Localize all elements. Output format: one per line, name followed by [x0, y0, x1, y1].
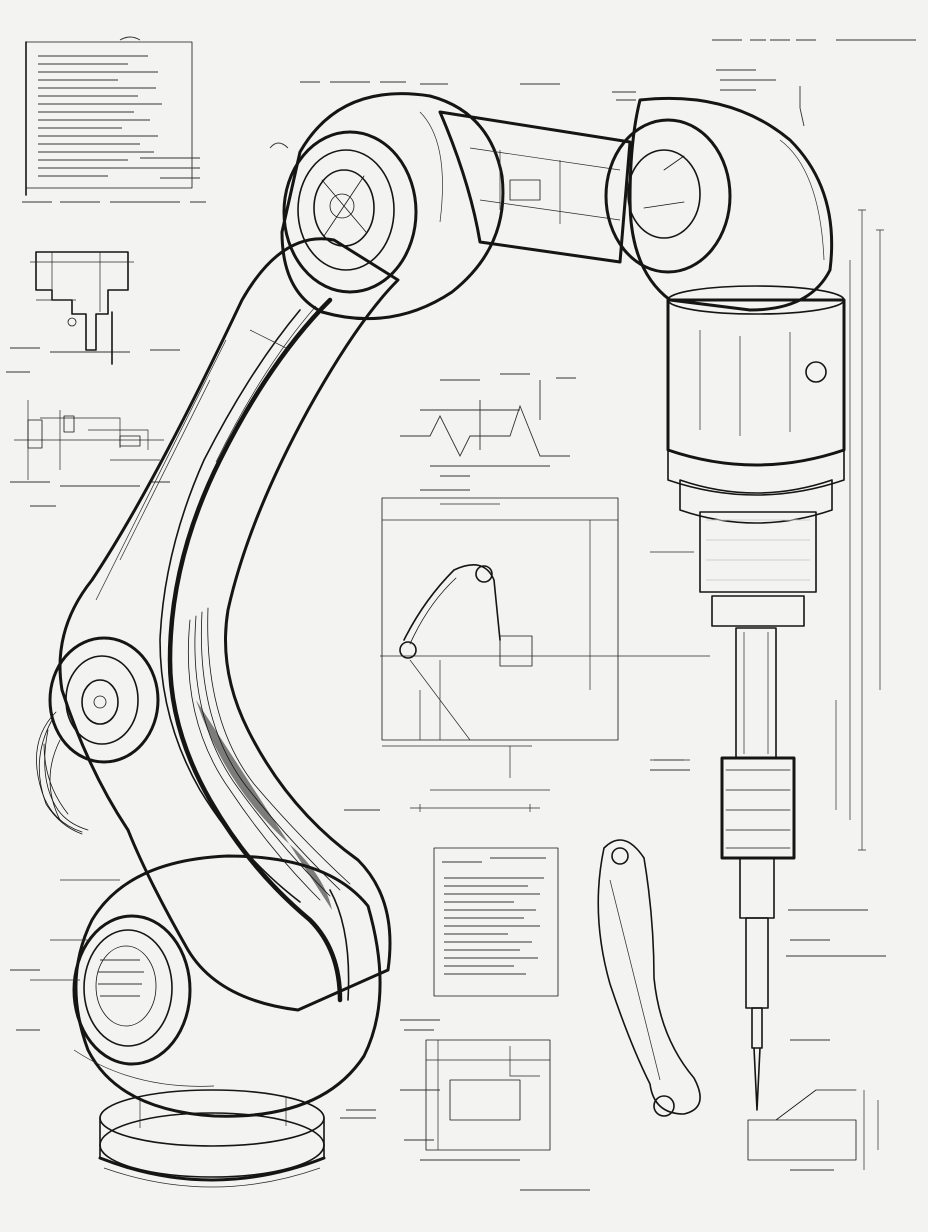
- bracket-detail-sketch: [10, 251, 180, 365]
- loose-cables: [36, 711, 89, 835]
- top-right-annotations: [269, 39, 916, 149]
- spindle-end-effector: [720, 627, 796, 1111]
- spec-panel-top-left: [22, 36, 206, 203]
- linkage-detail-sketch: [10, 400, 170, 507]
- corner-detail-bottom-right: [747, 1089, 879, 1171]
- margin-annotations: [10, 759, 886, 1119]
- vertical-drive-column: [666, 285, 846, 627]
- robot-base: [98, 1089, 326, 1188]
- mechanism-detail-lower: [400, 1039, 590, 1191]
- wrist-joint-right: [604, 96, 834, 312]
- lower-arm-link: [58, 237, 400, 1012]
- shoulder-joint-top: [280, 92, 505, 321]
- upper-arm-beam: [438, 110, 632, 264]
- center-mini-arm-diagram: [380, 497, 710, 778]
- gripper-link-sketch: [597, 839, 701, 1117]
- center-flow-sketch: [400, 373, 576, 491]
- spec-text-lines: [38, 55, 162, 177]
- elbow-joint-left: [36, 636, 160, 835]
- dimension-lines: [30, 209, 884, 981]
- base-joint-housing: [72, 854, 382, 1118]
- data-sheet-lower-center: [433, 847, 559, 997]
- cable-bundle: [187, 607, 351, 901]
